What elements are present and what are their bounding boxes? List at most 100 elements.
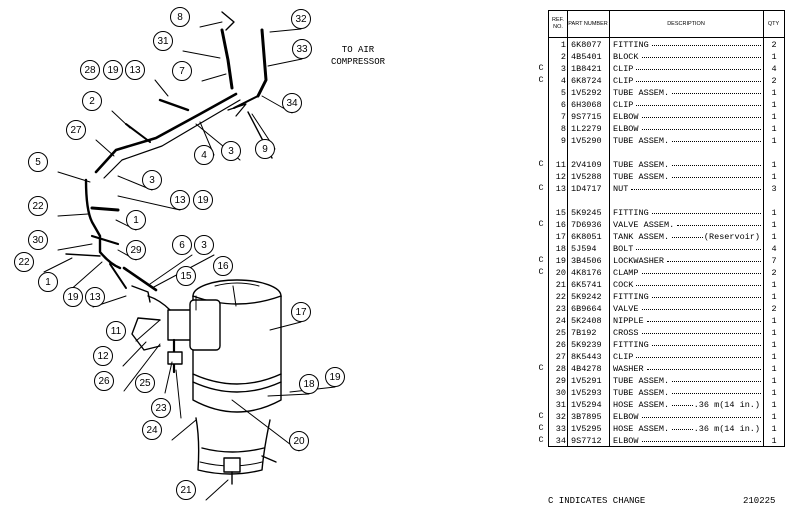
part-number-cell: 6B9664 (571, 304, 602, 314)
callout-31: 31 (153, 31, 173, 51)
description-cell: CLIP (613, 100, 634, 110)
document-code: 210225 (743, 496, 776, 506)
ref-no-cell: 12 (555, 172, 566, 182)
leader-dots (636, 249, 761, 250)
leader-dots (647, 369, 761, 370)
change-legend: C INDICATES CHANGE (548, 496, 646, 506)
ref-no-cell: 29 (555, 376, 566, 386)
leader-dots (672, 237, 703, 238)
column-divider (609, 11, 610, 446)
column-divider (567, 11, 568, 446)
qty-cell: 1 (771, 160, 777, 170)
description-cell: FITTING (613, 40, 649, 50)
callout-34: 34 (282, 93, 302, 113)
leader-dots (642, 333, 761, 334)
part-number-cell: 5J594 (571, 244, 597, 254)
part-number-cell: 6H3068 (571, 100, 602, 110)
callout-22: 22 (28, 196, 48, 216)
part-number-cell: 1V5293 (571, 388, 602, 398)
ref-no-cell: 22 (555, 292, 566, 302)
qty-cell: 1 (771, 412, 777, 422)
qty-cell: 1 (771, 364, 777, 374)
leader-dots (642, 117, 761, 118)
description-cell: ELBOW (613, 436, 639, 446)
description-extra: .36 m(14 in.) (693, 424, 760, 434)
change-indicator: C (538, 363, 544, 373)
ref-no-cell: 30 (555, 388, 566, 398)
qty-cell: 1 (771, 100, 777, 110)
qty-cell: 4 (771, 64, 777, 74)
leader-dots (636, 357, 761, 358)
ref-no-cell: 5 (560, 88, 566, 98)
qty-cell: 2 (771, 268, 777, 278)
callout-19: 19 (193, 190, 213, 210)
part-number-cell: 1B8421 (571, 64, 602, 74)
ref-no-cell: 26 (555, 340, 566, 350)
part-number-cell: 7D6936 (571, 220, 602, 230)
callout-1: 1 (38, 272, 58, 292)
callout-7: 7 (172, 61, 192, 81)
description-extra: .36 m(14 in.) (693, 400, 760, 410)
ref-no-cell: 2 (560, 52, 566, 62)
callout-29: 29 (126, 240, 146, 260)
part-number-cell: 5K9242 (571, 292, 602, 302)
change-indicator: C (538, 435, 544, 445)
callout-30: 30 (28, 230, 48, 250)
leader-dots (642, 309, 761, 310)
part-number-cell: 9S7715 (571, 112, 602, 122)
change-indicator: C (538, 255, 544, 265)
callout-9: 9 (255, 139, 275, 159)
qty-cell: 2 (771, 76, 777, 86)
ref-no-cell: 33 (555, 424, 566, 434)
part-number-cell: 4B4278 (571, 364, 602, 374)
qty-cell: 2 (771, 40, 777, 50)
leader-dots (636, 69, 761, 70)
part-number-cell: 1V5295 (571, 424, 602, 434)
change-indicator: C (538, 159, 544, 169)
description-cell: COCK (613, 280, 634, 290)
callout-8: 8 (170, 7, 190, 27)
ref-no-cell: 15 (555, 208, 566, 218)
callout-6: 6 (172, 235, 192, 255)
callout-15: 15 (176, 266, 196, 286)
header-ref-no: REF. NO. (552, 17, 564, 30)
leader-dots (672, 165, 761, 166)
callout-19: 19 (103, 60, 123, 80)
ref-no-cell: 27 (555, 352, 566, 362)
qty-cell: 1 (771, 208, 777, 218)
description-cell: WASHER (613, 364, 644, 374)
clamp-strap (195, 417, 277, 485)
description-cell: TUBE ASSEM. (613, 376, 670, 386)
qty-cell: 1 (771, 280, 777, 290)
qty-cell: 1 (771, 376, 777, 386)
description-cell: HOSE ASSEM. (613, 424, 670, 434)
part-number-cell: 2V4109 (571, 160, 602, 170)
header-description: DESCRIPTION (667, 20, 705, 27)
callout-21: 21 (176, 480, 196, 500)
qty-cell: 1 (771, 232, 777, 242)
leader-dots (636, 105, 761, 106)
part-number-cell: 5K9245 (571, 208, 602, 218)
change-indicator: C (538, 219, 544, 229)
description-cell: TUBE ASSEM. (613, 136, 670, 146)
leader-dots (642, 441, 761, 442)
ref-no-cell: 32 (555, 412, 566, 422)
part-number-cell: 5K9239 (571, 340, 602, 350)
description-cell: VALVE ASSEM. (613, 220, 675, 230)
header-qty: QTY (767, 20, 780, 27)
to-air-compressor-note: TO AIR COMPRESSOR (318, 44, 398, 68)
callout-33: 33 (292, 39, 312, 59)
